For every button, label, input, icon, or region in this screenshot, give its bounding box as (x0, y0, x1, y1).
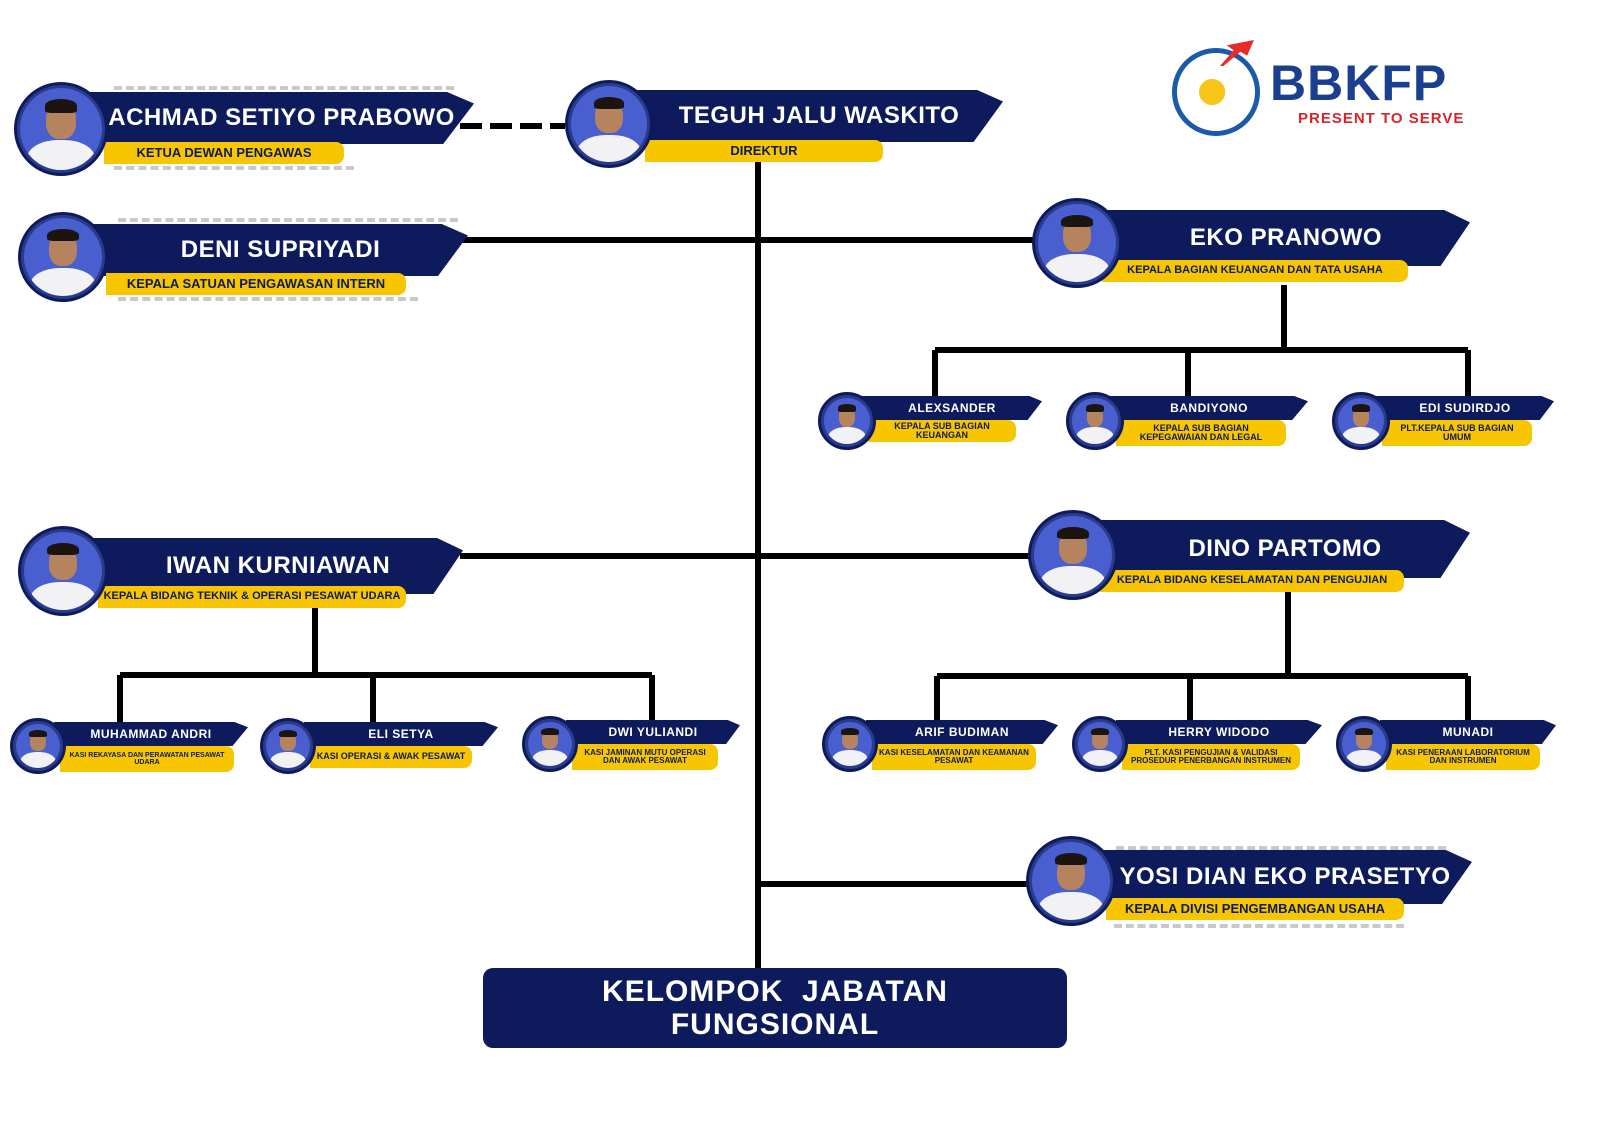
name-banner: IWAN KURNIAWAN (93, 538, 463, 594)
role-label: KEPALA SATUAN PENGAWASAN INTERN (106, 273, 406, 295)
name-banner: MUHAMMAD ANDRI (54, 722, 248, 746)
name-banner: ELI SETYA (304, 722, 498, 746)
card-herry: HERRY WIDODO PLT. KASI PENGUJIAN & VALID… (1072, 716, 1324, 776)
avatar (818, 392, 876, 450)
bbkfp-logo: BBKFP PRESENT TO SERVE (1168, 40, 1508, 140)
card-dwi: DWI YULIANDI KASI JAMINAN MUTU OPERASI D… (522, 716, 742, 776)
card-eko: EKO PRANOWO KEPALA BAGIAN KEUANGAN DAN T… (1032, 198, 1472, 290)
functional-group-box: KELOMPOK JABATAN FUNGSIONAL (483, 968, 1067, 1048)
person-name: ARIF BUDIMAN (915, 725, 1009, 739)
card-munadi: MUNADI KASI PENERAAN LABORATORIUM DAN IN… (1336, 716, 1558, 776)
person-name: DINO PARTOMO (1188, 535, 1382, 562)
card-iwan: IWAN KURNIAWAN KEPALA BIDANG TEKNIK & OP… (18, 526, 464, 618)
name-banner: ACHMAD SETIYO PRABOWO (89, 92, 474, 144)
name-banner: DWI YULIANDI (566, 720, 740, 744)
role-label: KEPALA BIDANG KESELAMATAN DAN PENGUJIAN (1100, 570, 1404, 592)
avatar (18, 526, 108, 616)
name-banner: YOSI DIAN EKO PRASETYO (1098, 850, 1472, 904)
person-name: BANDIYONO (1170, 401, 1248, 415)
person-name: IWAN KURNIAWAN (165, 552, 391, 579)
person-name: TEGUH JALU WASKITO (678, 102, 960, 129)
person-name: EKO PRANOWO (1189, 224, 1383, 251)
avatar (18, 212, 108, 302)
person-name: EDI SUDIRDJO (1419, 401, 1511, 415)
card-andri: MUHAMMAD ANDRI KASI REKAYASA DAN PERAWAT… (10, 718, 250, 778)
avatar (1032, 198, 1122, 288)
globe-icon (1172, 48, 1260, 136)
role-label: KASI JAMINAN MUTU OPERASI DAN AWAK PESAW… (572, 744, 718, 770)
person-name: DENI SUPRIYADI (180, 236, 381, 263)
avatar (1072, 716, 1128, 772)
name-banner: ARIF BUDIMAN (866, 720, 1058, 744)
card-alexsander: ALEXSANDER KEPALA SUB BAGIAN KEUANGAN (818, 392, 1044, 452)
avatar (822, 716, 878, 772)
card-teguh: TEGUH JALU WASKITO DIREKTUR (565, 80, 1005, 170)
role-label: KETUA DEWAN PENGAWAS (104, 142, 344, 164)
person-name: ACHMAD SETIYO PRABOWO (108, 104, 455, 131)
name-banner: DENI SUPRIYADI (93, 224, 468, 276)
name-banner: EKO PRANOWO (1102, 210, 1470, 266)
avatar (522, 716, 578, 772)
role-label: KASI REKAYASA DAN PERAWATAN PESAWAT UDAR… (60, 746, 234, 772)
card-achmad: ACHMAD SETIYO PRABOWO KETUA DEWAN PENGAW… (14, 82, 474, 178)
name-banner: DINO PARTOMO (1100, 520, 1470, 578)
person-name: ELI SETYA (368, 727, 434, 741)
person-name: ALEXSANDER (908, 401, 996, 415)
name-banner: MUNADI (1380, 720, 1556, 744)
role-label: KASI OPERASI & AWAK PESAWAT (310, 746, 472, 768)
role-label: KEPALA BIDANG TEKNIK & OPERASI PESAWAT U… (98, 586, 406, 608)
person-name: DWI YULIANDI (608, 725, 698, 739)
person-name: MUNADI (1442, 725, 1494, 739)
avatar (565, 80, 653, 168)
card-edi: EDI SUDIRDJO PLT.KEPALA SUB BAGIAN UMUM (1332, 392, 1556, 452)
avatar (1028, 510, 1118, 600)
card-arif: ARIF BUDIMAN KASI KESELAMATAN DAN KEAMAN… (822, 716, 1060, 776)
role-label: PLT. KASI PENGUJIAN & VALIDASI PROSEDUR … (1122, 744, 1300, 770)
name-banner: HERRY WIDODO (1116, 720, 1322, 744)
person-name: YOSI DIAN EKO PRASETYO (1119, 863, 1451, 890)
person-name: MUHAMMAD ANDRI (90, 727, 212, 741)
role-label: KASI PENERAAN LABORATORIUM DAN INSTRUMEN (1386, 744, 1540, 770)
avatar (1026, 836, 1116, 926)
logo-wordmark: BBKFP (1270, 55, 1448, 111)
role-label: DIREKTUR (645, 140, 883, 162)
role-label: KEPALA SUB BAGIAN KEPEGAWAIAN DAN LEGAL (1116, 420, 1286, 446)
role-label: KEPALA DIVISI PENGEMBANGAN USAHA (1106, 898, 1404, 920)
role-label: KASI KESELAMATAN DAN KEAMANAN PESAWAT (872, 744, 1036, 770)
card-eli: ELI SETYA KASI OPERASI & AWAK PESAWAT (260, 718, 500, 778)
avatar (10, 718, 66, 774)
person-name: HERRY WIDODO (1168, 725, 1270, 739)
avatar (1332, 392, 1390, 450)
role-label: KEPALA SUB BAGIAN KEUANGAN (868, 420, 1016, 442)
card-yosi: YOSI DIAN EKO PRASETYO KEPALA DIVISI PEN… (1026, 836, 1474, 932)
role-label: PLT.KEPALA SUB BAGIAN UMUM (1382, 420, 1532, 446)
card-dino: DINO PARTOMO KEPALA BIDANG KESELAMATAN D… (1028, 510, 1472, 602)
card-deni: DENI SUPRIYADI KEPALA SATUAN PENGAWASAN … (18, 212, 470, 308)
avatar (260, 718, 316, 774)
avatar (1066, 392, 1124, 450)
card-bandiyono: BANDIYONO KEPALA SUB BAGIAN KEPEGAWAIAN … (1066, 392, 1310, 452)
name-banner: ALEXSANDER (862, 396, 1042, 420)
name-banner: TEGUH JALU WASKITO (635, 90, 1003, 142)
footer-line-1: KELOMPOK JABATAN (602, 975, 948, 1008)
name-banner: EDI SUDIRDJO (1376, 396, 1554, 420)
logo-tagline: PRESENT TO SERVE (1298, 110, 1465, 127)
avatar (14, 82, 108, 176)
footer-line-2: FUNGSIONAL (670, 1008, 880, 1041)
avatar (1336, 716, 1392, 772)
role-label: KEPALA BAGIAN KEUANGAN DAN TATA USAHA (1102, 260, 1408, 282)
name-banner: BANDIYONO (1110, 396, 1308, 420)
